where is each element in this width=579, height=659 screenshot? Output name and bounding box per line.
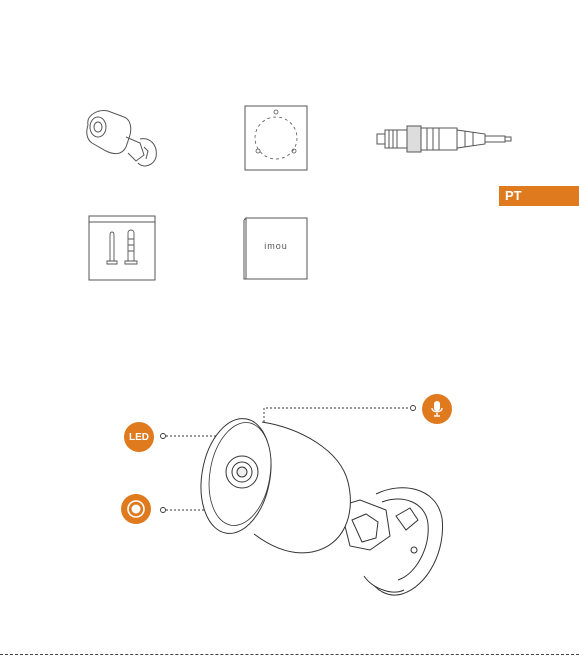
guide-logo-text: imou bbox=[243, 241, 309, 251]
waterproof-connector-item bbox=[375, 122, 515, 156]
language-tab-pt: PT bbox=[499, 186, 579, 206]
led-label: LED bbox=[129, 432, 149, 443]
camera-item bbox=[78, 103, 168, 173]
screw-pack-illustration bbox=[88, 215, 156, 281]
drilling-template-illustration bbox=[244, 105, 308, 171]
lens-icon bbox=[126, 499, 146, 519]
camera-illustration bbox=[78, 103, 168, 173]
microphone-badge bbox=[422, 394, 452, 424]
waterproof-connector-illustration bbox=[375, 122, 515, 156]
camera-diagram bbox=[0, 390, 579, 610]
quick-start-guide-item: imou bbox=[243, 215, 309, 281]
lens-badge bbox=[121, 494, 151, 524]
bottom-dashed-rule bbox=[0, 654, 579, 655]
screw-pack-item bbox=[88, 215, 156, 281]
led-badge: LED bbox=[124, 422, 154, 452]
drilling-template-item bbox=[244, 105, 308, 171]
microphone-icon bbox=[430, 400, 444, 418]
